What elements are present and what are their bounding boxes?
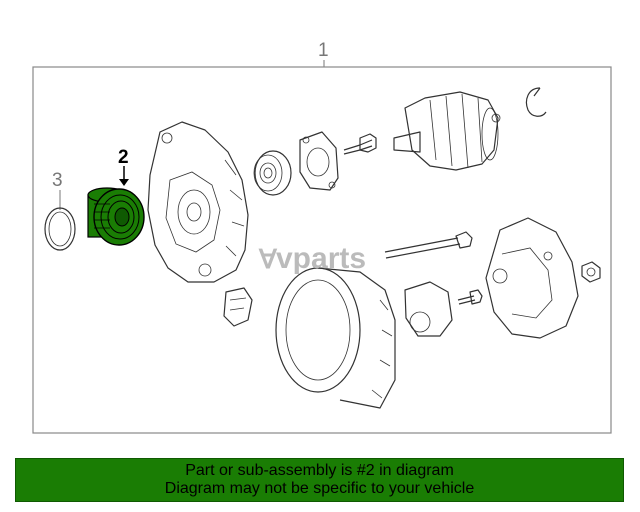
bolt-small-2[interactable] (457, 289, 483, 305)
rear-cover[interactable] (485, 217, 579, 339)
rotor[interactable] (393, 91, 501, 171)
clip-ring[interactable] (525, 87, 547, 117)
regulator[interactable] (404, 281, 453, 337)
assembly-frame (32, 66, 612, 434)
callout-2-arrow (119, 179, 129, 186)
retainer-plate[interactable] (299, 131, 339, 191)
banner-line-1: Part or sub-assembly is #2 in diagram (185, 462, 454, 479)
callout-1-label: 1 (318, 40, 329, 61)
callout-3-label: 3 (52, 170, 63, 191)
washer[interactable] (44, 207, 76, 251)
callout-2-label: 2 (118, 147, 129, 168)
watermark-text: vparts (276, 242, 366, 275)
bolt-small[interactable] (343, 133, 377, 155)
pulley[interactable] (87, 187, 145, 246)
front-housing[interactable] (147, 121, 249, 283)
nut[interactable] (581, 261, 601, 283)
banner-line-2: Diagram may not be specific to your vehi… (164, 480, 475, 497)
through-bolt[interactable] (384, 231, 473, 259)
watermark-mark: ∀ (258, 244, 278, 274)
stator[interactable] (275, 267, 396, 409)
info-banner: Part or sub-assembly is #2 in diagram Di… (15, 458, 624, 502)
bearing[interactable] (253, 150, 292, 196)
brush-holder[interactable] (223, 287, 253, 327)
